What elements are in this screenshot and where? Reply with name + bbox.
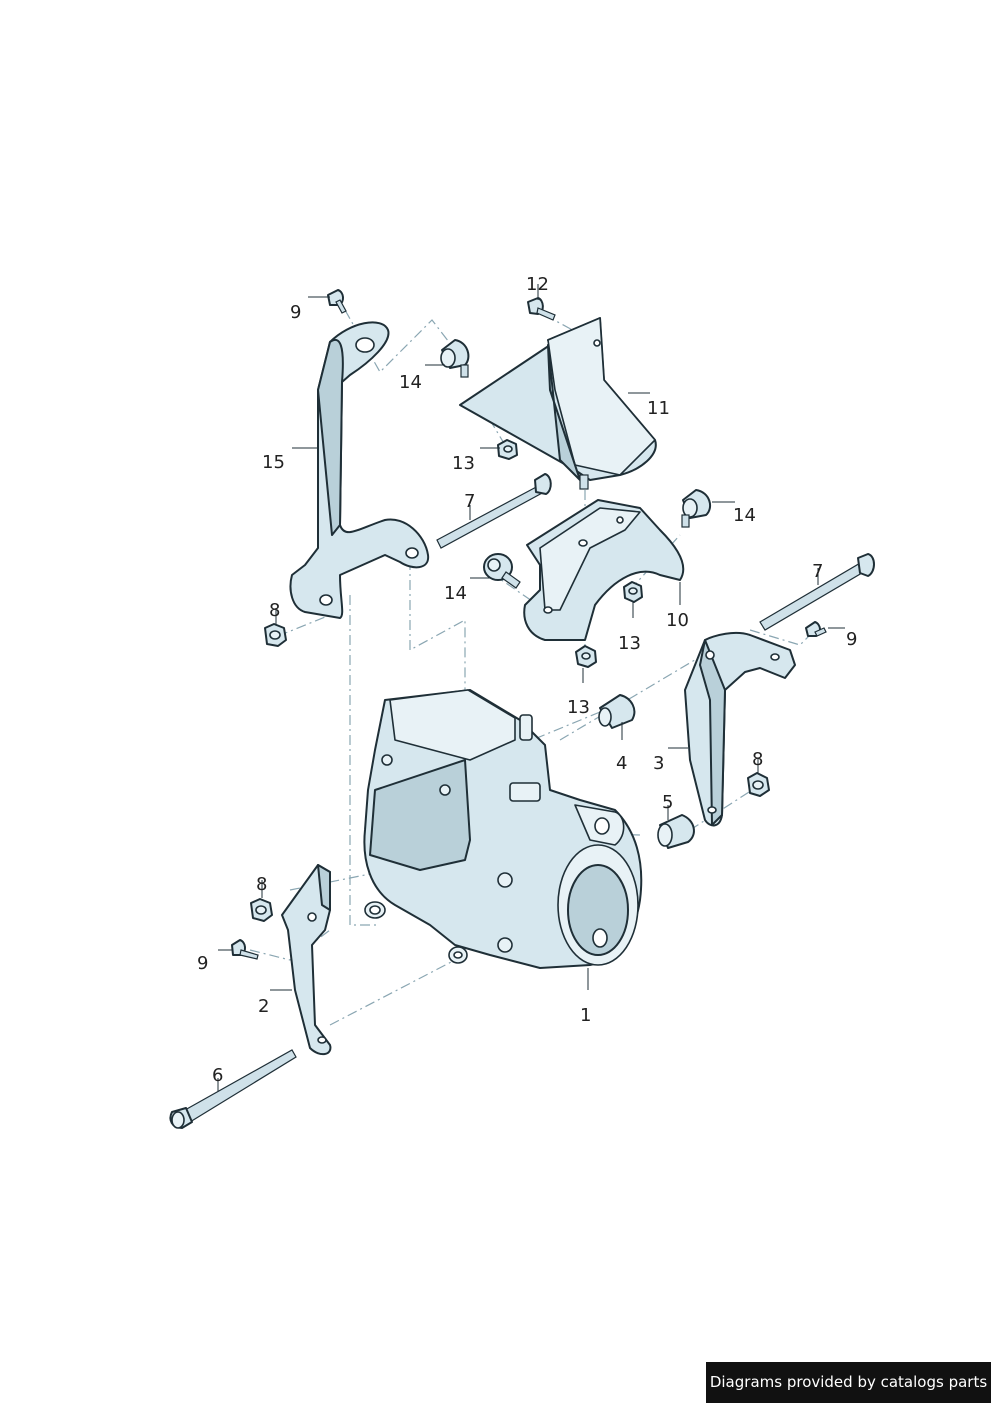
bracket-part-3 [684, 631, 796, 827]
callout-9-right: 9 [846, 629, 857, 650]
callout-14-lower: 14 [444, 583, 467, 604]
callout-labels: 9 12 14 11 15 13 7 14 7 14 8 10 9 13 13 … [197, 274, 857, 1086]
callout-5: 5 [662, 792, 673, 813]
callout-14-right: 14 [733, 505, 756, 526]
bolt-part-6 [169, 1049, 297, 1129]
mount-part-14-lower [483, 553, 521, 589]
bolt-part-7-upper [436, 473, 552, 549]
nut-part-13-lower [575, 645, 597, 668]
callout-10: 10 [666, 610, 689, 631]
bolt-part-9-top [327, 289, 347, 314]
callout-13-upper: 13 [452, 453, 475, 474]
nut-part-8-lower [250, 898, 273, 922]
nut-part-8-right [747, 772, 770, 797]
bolt-part-9-lower [231, 939, 259, 960]
callout-8-lower: 8 [256, 874, 267, 895]
compressor-part-1 [363, 689, 643, 969]
callout-4: 4 [616, 753, 627, 774]
callout-7-upper: 7 [464, 491, 475, 512]
bracket-part-11 [459, 317, 657, 490]
callout-9-lower: 9 [197, 953, 208, 974]
callout-13-lower: 13 [567, 697, 590, 718]
bolt-part-12 [527, 297, 556, 321]
callout-1: 1 [580, 1005, 591, 1026]
callout-8-left: 8 [269, 600, 280, 621]
credit-banner: Diagrams provided by catalogs parts [706, 1362, 991, 1403]
nut-part-8-left [264, 623, 287, 647]
bracket-part-10 [523, 499, 685, 641]
callout-6: 6 [212, 1065, 223, 1086]
nut-part-13-upper [497, 439, 518, 460]
callout-7-right: 7 [812, 561, 823, 582]
nut-part-13-middle [623, 581, 643, 603]
callout-15: 15 [262, 452, 285, 473]
callout-13-middle: 13 [618, 633, 641, 654]
mount-part-14-right [681, 489, 712, 528]
sleeve-part-4 [598, 694, 636, 729]
sleeve-part-5 [657, 814, 695, 849]
bolt-part-7-right [759, 553, 875, 631]
leader-lines [217, 284, 845, 1092]
callout-8-right: 8 [752, 749, 763, 770]
bracket-part-15 [289, 321, 430, 619]
callout-11: 11 [647, 398, 670, 419]
callout-2: 2 [258, 996, 269, 1017]
bracket-part-2 [281, 864, 332, 1056]
mount-part-14-upper [440, 339, 470, 378]
callout-3: 3 [653, 753, 664, 774]
bolt-part-9-right [805, 621, 827, 637]
callout-12: 12 [526, 274, 549, 295]
callout-14-upper: 14 [399, 372, 422, 393]
callout-9-top: 9 [290, 302, 301, 323]
